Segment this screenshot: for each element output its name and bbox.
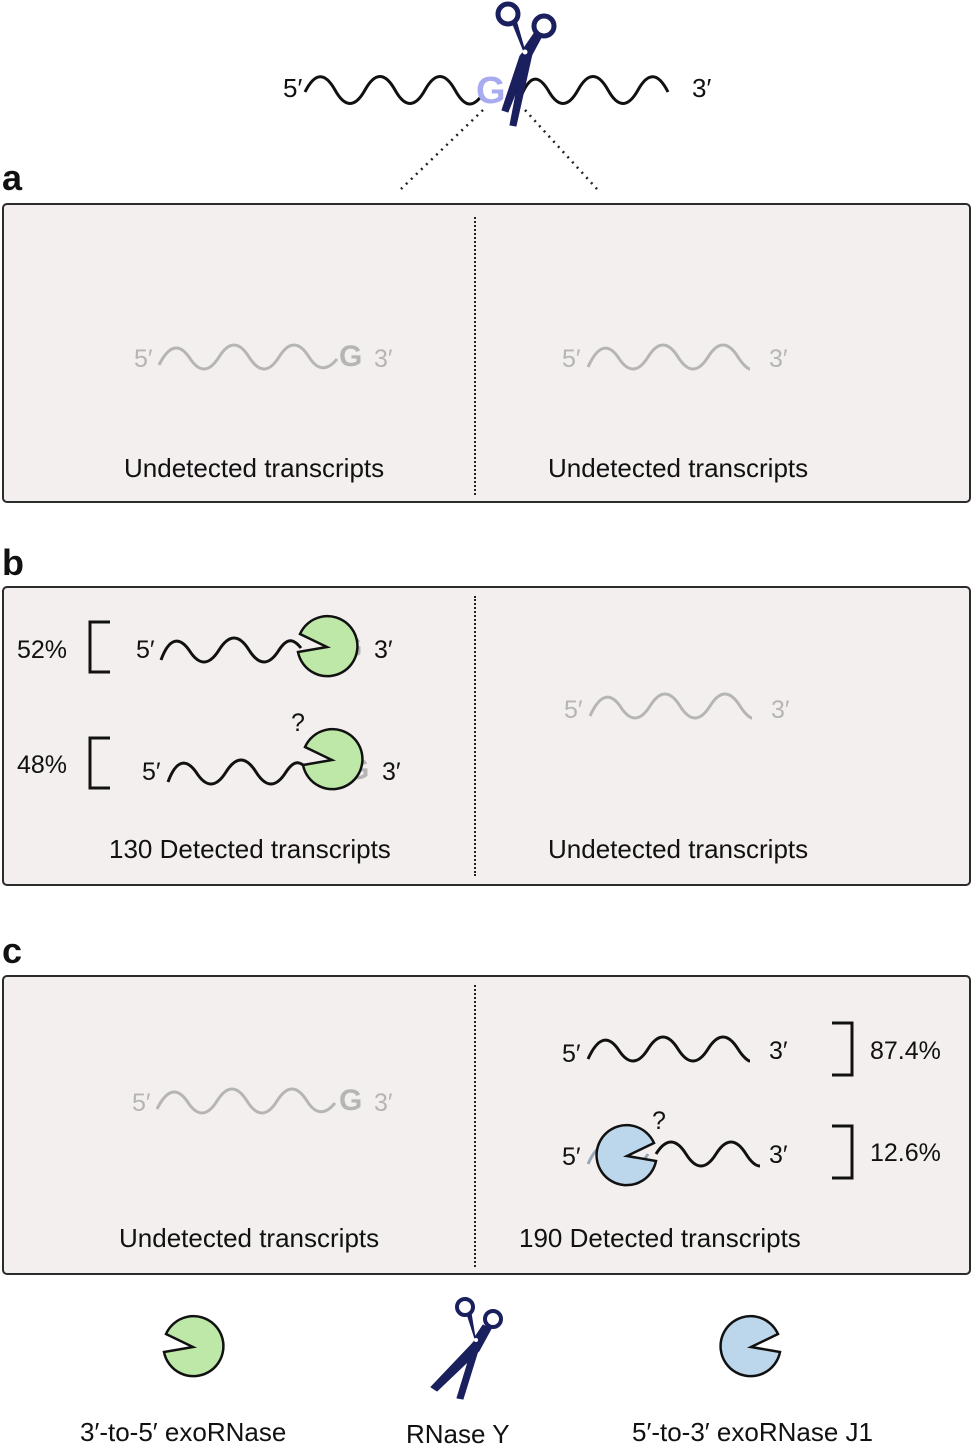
panel-b-letter: b	[2, 542, 24, 583]
panel-a-right-caption: Undetected transcripts	[548, 453, 809, 483]
top-five-prime-label: 5′	[283, 73, 303, 103]
panel-b-row2-rna	[166, 758, 310, 786]
legend-exo-3to5-label: 3′-to-5′ exoRNase	[80, 1417, 287, 1447]
panel-b-row1-rna	[159, 636, 303, 664]
green-pacman-icon	[301, 727, 364, 791]
panel-a-left-five-prime: 5′	[134, 345, 153, 373]
top-three-prime-label: 3′	[692, 73, 712, 103]
legend-rnase-y-label: RNase Y	[406, 1419, 510, 1449]
legend-exo-5to3-label: 5′-to-3′ exoRNase J1	[632, 1417, 873, 1447]
panel-b-right-five-prime: 5′	[564, 696, 583, 724]
panel-c: 5′ G 3′ Undetected transcripts 5′ 3′ 87.…	[2, 975, 971, 1275]
panel-b-left-caption: 130 Detected transcripts	[109, 834, 391, 864]
panel-a-left-rna	[157, 343, 339, 371]
panel-a-left-g: G	[339, 340, 363, 373]
panel-a-letter: a	[2, 157, 23, 198]
panel-c-row2-rna	[654, 1140, 761, 1168]
panel-b-row1-five-prime: 5′	[136, 636, 155, 664]
top-rna-strand-left	[303, 75, 485, 106]
panel-c-row2-three-prime: 3′	[769, 1141, 788, 1169]
panel-b-right-rna	[588, 692, 753, 720]
panel-b-row2-bracket	[88, 736, 110, 790]
legend-green-pacman-icon	[162, 1314, 225, 1378]
panel-a: 5′ G 3′ Undetected transcripts 5′ 3′ Und…	[2, 203, 971, 503]
panel-b-row2-question: ?	[291, 709, 305, 737]
panel-b-row1-three-prime: 3′	[374, 636, 393, 664]
blue-pacman-icon	[595, 1123, 658, 1187]
panel-c-left-five-prime: 5′	[132, 1089, 151, 1117]
panel-c-left-g: G	[339, 1084, 363, 1117]
panel-c-row1-five-prime: 5′	[562, 1040, 581, 1068]
panel-b-right-caption: Undetected transcripts	[548, 834, 809, 864]
panel-a-divider	[474, 217, 476, 495]
green-pacman-icon	[296, 614, 359, 678]
panel-c-row2-question: ?	[652, 1107, 666, 1135]
panel-a-left-caption: Undetected transcripts	[124, 453, 385, 483]
panel-b-row1-bracket	[88, 620, 110, 674]
panel-a-right-five-prime: 5′	[562, 345, 581, 373]
zoom-lines	[400, 109, 598, 190]
panel-b-row2-five-prime: 5′	[142, 758, 161, 786]
cleavage-site-g: G	[476, 70, 506, 112]
panel-c-right-caption: 190 Detected transcripts	[519, 1223, 801, 1253]
panel-c-row1-percent: 87.4%	[870, 1037, 941, 1065]
scissors-icon	[495, 1, 557, 127]
panel-b-row2-percent: 48%	[17, 751, 68, 779]
panel-a-right-three-prime: 3′	[769, 345, 788, 373]
panel-c-letter: c	[2, 930, 23, 971]
panel-b-right-three-prime: 3′	[771, 696, 790, 724]
legend-blue-pacman-icon	[719, 1314, 782, 1378]
panel-b: 52% 5′ G 3′ 48% ? 5′ G 3′ 130 Detected t…	[2, 586, 971, 886]
legend-scissors-icon	[430, 1297, 503, 1400]
panel-c-left-caption: Undetected transcripts	[119, 1223, 380, 1253]
panel-c-divider	[474, 985, 476, 1267]
panel-a-right-rna	[586, 343, 751, 371]
panel-c-row1-bracket	[832, 1021, 854, 1077]
panel-c-row2-bracket	[832, 1124, 854, 1180]
top-rna-strand-right	[520, 75, 670, 105]
panel-c-row2-five-prime: 5′	[562, 1143, 581, 1171]
panel-c-left-three-prime: 3′	[374, 1089, 393, 1117]
panel-b-row1-percent: 52%	[17, 636, 68, 664]
panel-a-left-three-prime: 3′	[374, 345, 393, 373]
panel-c-row2-percent: 12.6%	[870, 1139, 941, 1167]
panel-c-left-rna	[155, 1087, 337, 1115]
panel-b-divider	[474, 596, 476, 876]
panel-c-row1-rna	[586, 1035, 751, 1063]
panel-c-row1-three-prime: 3′	[769, 1037, 788, 1065]
panel-b-row2-three-prime: 3′	[382, 758, 401, 786]
